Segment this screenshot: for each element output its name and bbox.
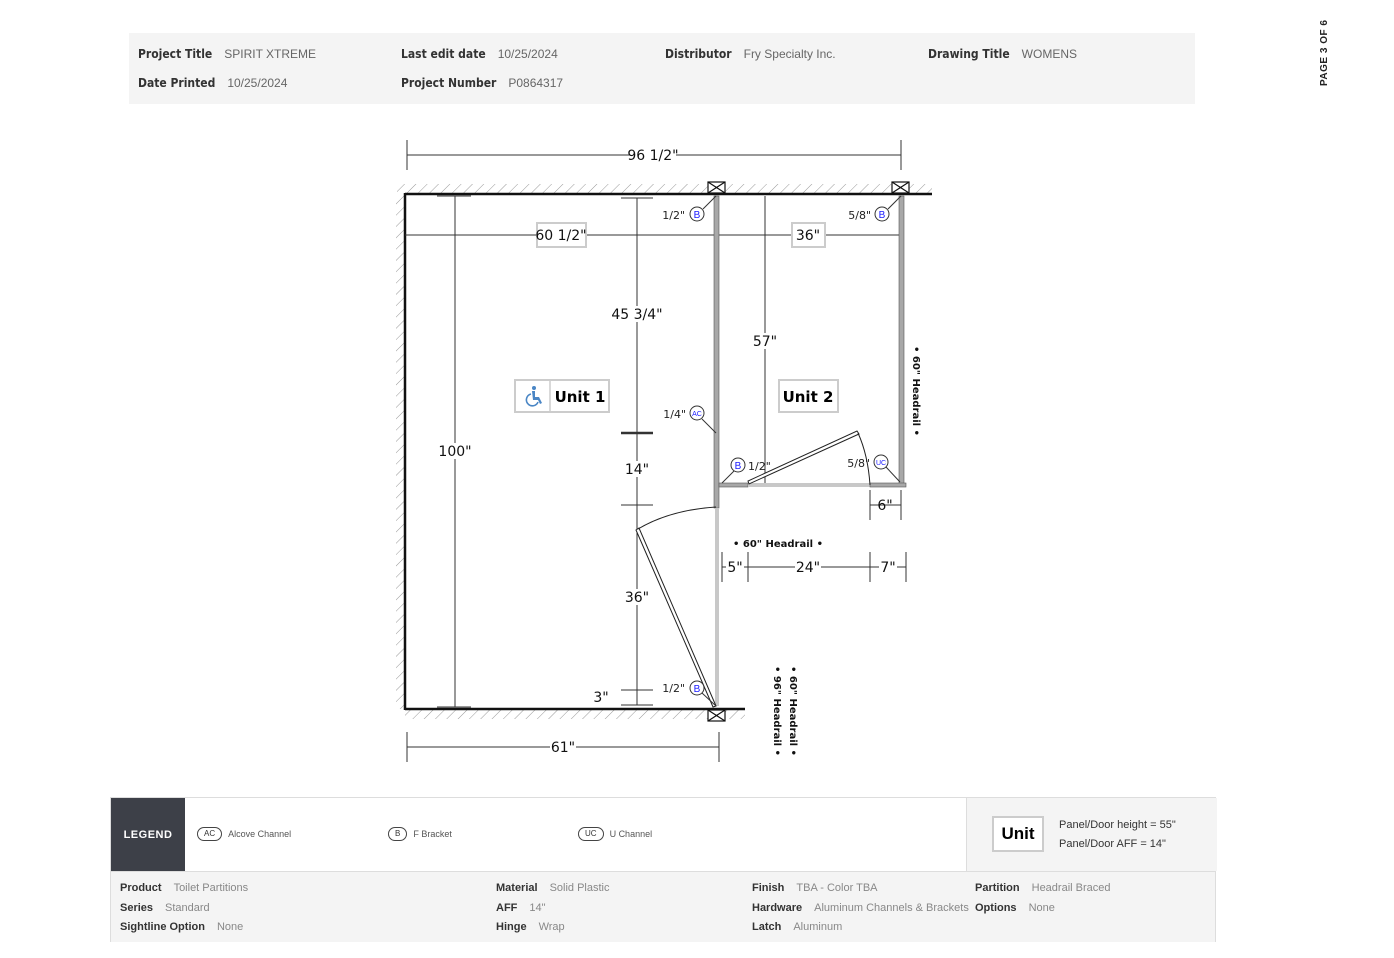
dim-overall-width: 96 1/2" — [627, 148, 678, 164]
top-wall-hatch — [397, 184, 932, 194]
unit-2-label: Unit 2 — [778, 379, 839, 413]
pilaster-icon — [891, 181, 910, 194]
svg-text:UC: UC — [876, 460, 886, 467]
unit1-door-opening — [715, 508, 719, 706]
panel-divider — [713, 195, 720, 509]
unit-1-label: Unit 1 — [514, 379, 610, 413]
svg-text:1/2": 1/2" — [662, 682, 685, 695]
unit1-door — [635, 527, 717, 708]
pilaster-icon — [707, 181, 726, 194]
unit2-door-swing — [857, 432, 871, 486]
svg-text:Unit 1: Unit 1 — [555, 388, 606, 406]
walls — [403, 192, 932, 711]
panel-aff: Panel/Door AFF = 14" — [1059, 838, 1166, 850]
dim-5: 5" — [727, 560, 742, 576]
dim-61: 61" — [551, 740, 575, 756]
dim-depth: 100" — [438, 444, 471, 460]
dim-6: 6" — [877, 498, 892, 514]
dim-24: 24" — [796, 560, 820, 576]
pilaster-front — [718, 482, 749, 488]
panel-height: Panel/Door height = 55" — [1059, 819, 1176, 831]
callout-bracket: 1/2" B — [662, 195, 717, 222]
dim-36: 36" — [625, 590, 649, 606]
headrail-front: • 60" Headrail • — [733, 539, 823, 550]
dim-unit2-width: 36" — [796, 228, 820, 244]
callout-bracket: B 1/2" — [721, 457, 771, 484]
unit1-door-swing — [637, 506, 717, 530]
pilaster-front — [869, 482, 907, 488]
legend-title: LEGEND — [111, 798, 185, 871]
svg-text:B: B — [694, 684, 701, 695]
svg-text:AC: AC — [692, 411, 702, 418]
pilaster-icon — [707, 709, 726, 722]
dim-57: 57" — [753, 334, 777, 350]
dim-14: 14" — [625, 462, 649, 478]
svg-text:5/8": 5/8" — [848, 209, 871, 222]
pilaster-icons — [707, 181, 910, 722]
dim-unit1-width: 60 1/2" — [535, 228, 586, 244]
dim-45: 45 3/4" — [611, 307, 662, 323]
hardware-callouts: 1/2" B 5/8" B 1/4" AC B 1/2" 5/8" UC 1/2" B — [662, 195, 902, 707]
svg-text:1/4": 1/4" — [663, 408, 686, 421]
headrail-60: • 60" Headrail • — [787, 666, 798, 756]
callout-alcove-channel: 1/4" AC — [663, 405, 717, 434]
headrail-right: • 60" Headrail • — [910, 346, 921, 436]
panel-right — [898, 195, 905, 486]
headrail-96: • 96" Headrail • — [771, 666, 782, 756]
bottom-wall-hatch — [405, 709, 745, 719]
callout-bracket: 5/8" B — [848, 195, 902, 222]
unit2-door-opening — [748, 483, 870, 487]
unit-key-box: Unit — [992, 816, 1044, 852]
svg-text:1/2": 1/2" — [662, 209, 685, 222]
svg-text:Unit 2: Unit 2 — [783, 388, 834, 406]
svg-text:5/8": 5/8" — [847, 457, 870, 470]
doors — [635, 430, 871, 708]
dimension-lines — [405, 140, 907, 762]
left-wall-hatch — [396, 194, 405, 709]
callout-bracket: 1/2" B — [662, 680, 717, 707]
svg-text:1/2": 1/2" — [748, 460, 771, 473]
accessible-icon — [525, 386, 542, 407]
svg-text:B: B — [879, 210, 886, 221]
unit2-door — [747, 430, 860, 485]
dim-7: 7" — [880, 560, 895, 576]
callout-u-channel: 5/8" UC — [847, 454, 901, 483]
unit-key: Unit Panel/Door height = 55" Panel/Door … — [966, 798, 1217, 871]
svg-text:B: B — [694, 210, 701, 221]
svg-text:B: B — [735, 461, 742, 472]
dim-3: 3" — [593, 690, 608, 706]
partition-panels — [713, 195, 907, 706]
